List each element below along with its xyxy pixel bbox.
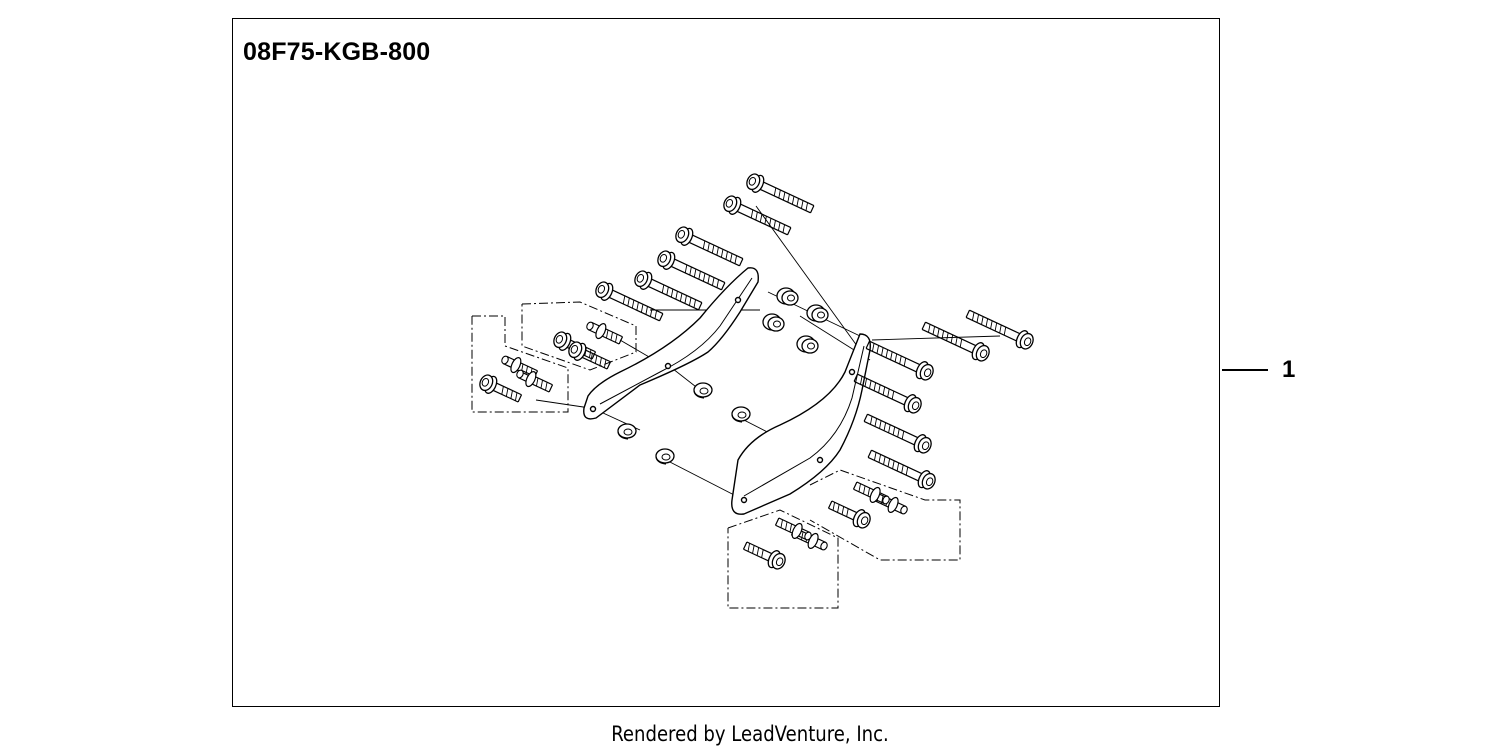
diagram-frame (232, 18, 1220, 707)
callout-number-1[interactable]: 1 (1282, 356, 1296, 383)
center-lines (535, 205, 1001, 499)
nuts (762, 287, 829, 354)
washers (617, 382, 751, 465)
callout-leader-line (1222, 369, 1268, 371)
footer-credit: Rendered by LeadVenture, Inc. (611, 722, 889, 746)
dash-groups (471, 301, 961, 609)
right-bracket (731, 333, 871, 515)
part-number-label: 08F75-KGB-800 (243, 38, 431, 66)
left-bracket (583, 267, 759, 420)
